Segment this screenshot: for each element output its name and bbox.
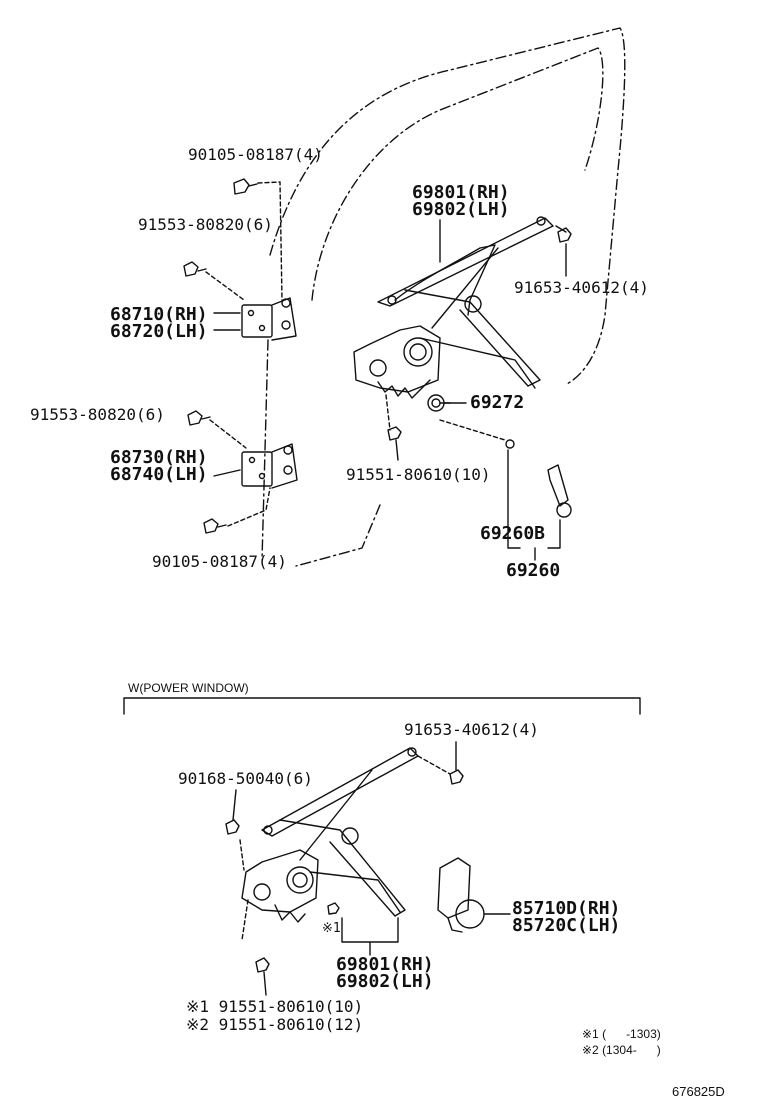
label-regulator-lh: 69802(LH)	[412, 199, 510, 220]
label-motor-lh: 85720C(LH)	[512, 915, 621, 936]
label-bolt-regulator-lower: 91551-80610(10)	[346, 465, 491, 484]
bolt-lower-power	[255, 957, 270, 996]
label-handle-sub: 69260B	[480, 523, 546, 544]
footnote-2: ※2 (1304- )	[582, 1043, 661, 1057]
power-window-bracket	[123, 697, 641, 715]
label-power-bolt-regulator: 91653-40612(4)	[404, 720, 539, 739]
label-power-regulator-rh: 69801(RH)	[336, 954, 434, 975]
door-frame-lower	[261, 339, 381, 567]
bolt-regulator-power	[449, 741, 464, 785]
footnote-1: ※1 ( -1303)	[582, 1027, 661, 1041]
label-bolt-regulator: 91653-40612(4)	[514, 278, 649, 297]
label-power-bolt-note1: ※1 91551-80610(10)	[186, 997, 364, 1016]
power-window-heading: W(POWER WINDOW)	[128, 681, 249, 695]
label-power-regulator: 69801(RH) 69802(LH)	[336, 954, 434, 992]
label-lower-hinge: 68730(RH) 68740(LH)	[110, 447, 208, 485]
bolt-ref1-power	[327, 902, 340, 915]
window-handle	[439, 419, 572, 561]
label-handle: 69260	[506, 560, 561, 581]
door-frame-outer	[269, 27, 626, 386]
label-hinge-lower-rh: 68730(RH)	[110, 447, 208, 468]
label-washer: 69272	[470, 392, 525, 413]
label-power-motor: 85710D(RH) 85720C(LH)	[512, 898, 621, 936]
manual-regulator	[353, 216, 554, 412]
label-power-bolt-motor: 90168-50040(6)	[178, 769, 313, 788]
label-bolt-hinge-upper: 90105-08187(4)	[188, 145, 323, 164]
label-hinge-upper-rh: 68710(RH)	[110, 304, 208, 325]
label-motor-rh: 85710D(RH)	[512, 898, 621, 919]
label-hinge-lower-lh: 68740(LH)	[110, 464, 208, 485]
lower-hinge	[241, 443, 298, 489]
label-power-regulator-lh: 69802(LH)	[336, 971, 434, 992]
bolt-regulator-manual	[557, 227, 572, 277]
door-frame-inner	[311, 47, 604, 301]
window-motor	[437, 857, 511, 933]
label-power-ref-mark: ※1	[322, 921, 341, 936]
bolt-regulator-lower-manual	[387, 426, 402, 461]
label-manual-regulator: 69801(RH) 69802(LH)	[412, 182, 510, 220]
label-bolt-hinge-lower: 90105-08187(4)	[152, 552, 287, 571]
label-upper-hinge: 68710(RH) 68720(LH)	[110, 304, 208, 342]
label-power-bolt-note2: ※2 91551-80610(12)	[186, 1015, 364, 1034]
power-regulator-leader	[341, 917, 399, 956]
hinge-bolts	[183, 178, 258, 534]
label-regulator-rh: 69801(RH)	[412, 182, 510, 203]
label-bolt-hinge-lower-mid: 91553-80820(6)	[30, 405, 165, 424]
label-hinge-upper-lh: 68720(LH)	[110, 321, 208, 342]
label-bolt-hinge-upper-mid: 91553-80820(6)	[138, 215, 273, 234]
upper-hinge	[241, 297, 297, 341]
figure-id: 676825D	[672, 1084, 725, 1099]
hinge-leaders	[205, 181, 283, 527]
bolt-motor-power	[225, 789, 240, 835]
